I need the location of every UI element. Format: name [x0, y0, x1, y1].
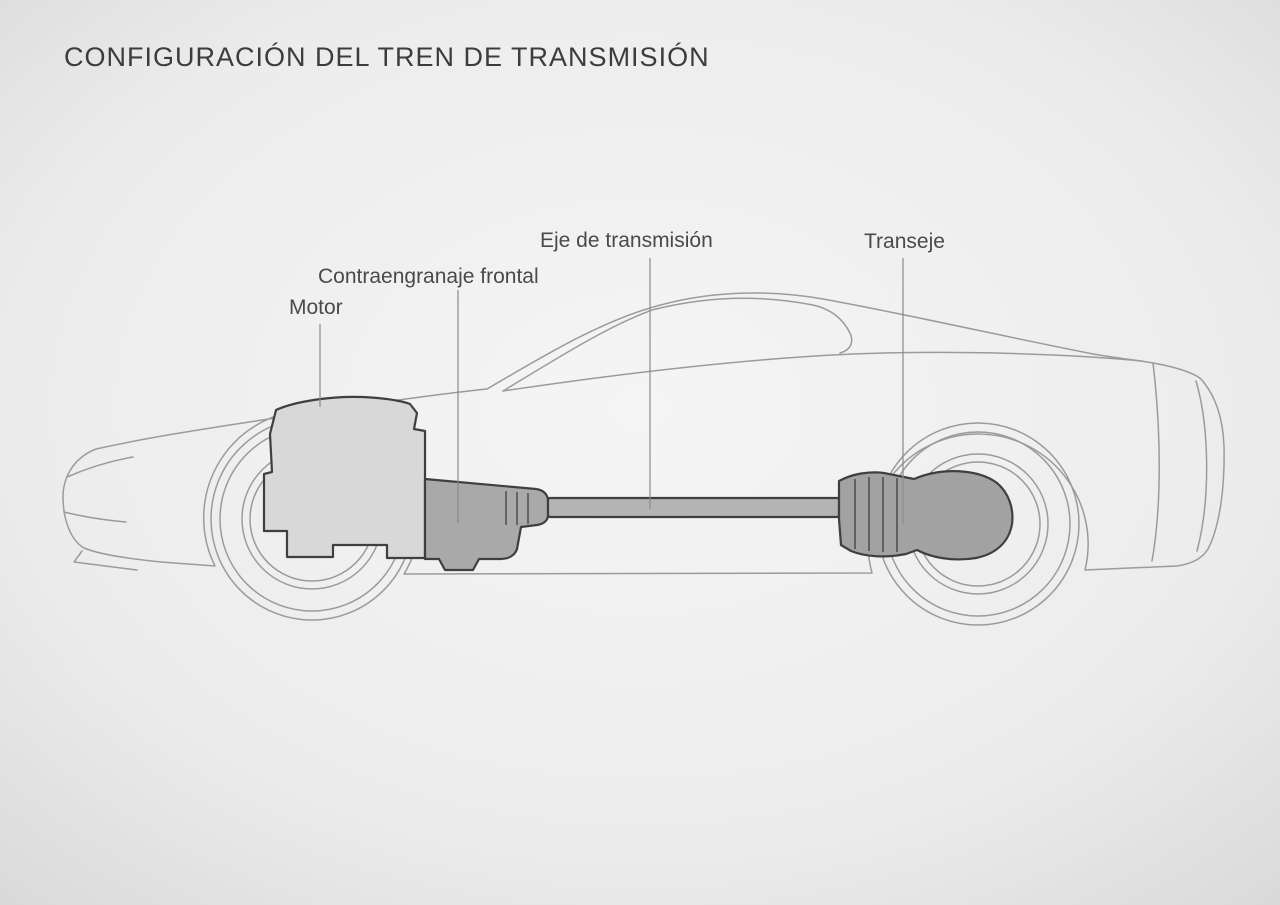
label-engine: Motor: [289, 296, 343, 319]
rear-fascia-line: [1195, 380, 1208, 552]
headlight-line: [66, 456, 134, 478]
rear-deck-line: [1151, 362, 1160, 562]
driveshaft-shape: [546, 496, 841, 519]
counter-gear-ribs: [505, 491, 529, 525]
page-title: CONFIGURACIÓN DEL TREN DE TRANSMISIÓN: [64, 42, 710, 72]
label-counter-gear: Contraengranaje frontal: [318, 265, 539, 288]
label-driveshaft: Eje de transmisión: [540, 229, 713, 252]
label-transaxle: Transeje: [864, 230, 945, 253]
belt-line: [502, 351, 1143, 392]
transaxle-shape: [837, 470, 1014, 561]
leader-lines: [319, 258, 904, 524]
front-bumper-line: [63, 511, 127, 523]
engine-shape: [262, 395, 427, 560]
side-window-line: [502, 297, 853, 392]
drivetrain-components: [262, 395, 1014, 572]
front-splitter-line: [73, 550, 138, 571]
transaxle-ribs: [854, 477, 898, 552]
